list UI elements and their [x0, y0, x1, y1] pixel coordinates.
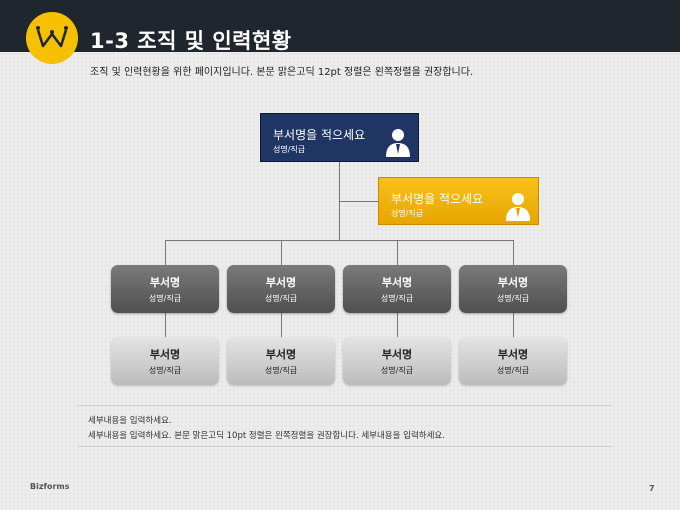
notes-panel: 세부내용을 입력하세요. 세부내용을 입력하세요. 본문 맑은고딕 10pt 정… [78, 405, 612, 447]
notes-line-2: 세부내용을 입력하세요. 본문 맑은고딕 10pt 정렬은 왼쪽정렬을 권장합니… [88, 431, 445, 441]
department-role: 성명/직급 [148, 294, 182, 303]
connector-assistant [339, 201, 378, 202]
department-box: 부서명 성명/직급 [227, 265, 335, 313]
team-role: 성명/직급 [380, 366, 414, 375]
header-bar [0, 0, 680, 52]
connector-horizontal [165, 240, 514, 241]
team-name: 부서명 [381, 348, 413, 361]
team-role: 성명/직급 [264, 366, 298, 375]
department-name: 부서명 [265, 276, 297, 289]
department-name: 부서명 [149, 276, 181, 289]
department-role: 성명/직급 [380, 294, 414, 303]
page-subtitle: 조직 및 인력현황을 위한 페이지입니다. 본문 맑은고딕 12pt 정렬은 왼… [90, 67, 474, 78]
org-assistant-box: 부서명을 적으세요 성명/직급 [378, 177, 539, 225]
department-name: 부서명 [381, 276, 413, 289]
org-top-name: 부서명을 적으세요 [273, 128, 366, 142]
crown-icon [36, 26, 68, 48]
department-name: 부서명 [497, 276, 529, 289]
page-title: 1-3 조직 및 인력현황 [90, 29, 292, 53]
businessman-icon [386, 129, 410, 157]
department-role: 성명/직급 [264, 294, 298, 303]
team-name: 부서명 [149, 348, 181, 361]
footer-brand: Bizforms [30, 482, 70, 491]
team-box: 부서명 성명/직급 [111, 337, 219, 385]
org-assistant-role: 성명/직급 [391, 209, 424, 218]
team-name: 부서명 [265, 348, 297, 361]
department-box: 부서명 성명/직급 [459, 265, 567, 313]
page-number: 7 [649, 484, 655, 493]
team-box: 부서명 성명/직급 [343, 337, 451, 385]
org-top-role: 성명/직급 [273, 145, 306, 154]
team-role: 성명/직급 [496, 366, 530, 375]
logo-badge [26, 12, 78, 64]
org-top-box: 부서명을 적으세요 성명/직급 [260, 113, 419, 162]
team-name: 부서명 [497, 348, 529, 361]
team-role: 성명/직급 [148, 366, 182, 375]
team-box: 부서명 성명/직급 [227, 337, 335, 385]
department-box: 부서명 성명/직급 [343, 265, 451, 313]
notes-line-1: 세부내용을 입력하세요. [88, 416, 172, 426]
businessman-icon [506, 193, 530, 221]
department-box: 부서명 성명/직급 [111, 265, 219, 313]
org-assistant-name: 부서명을 적으세요 [391, 192, 484, 206]
department-role: 성명/직급 [496, 294, 530, 303]
team-box: 부서명 성명/직급 [459, 337, 567, 385]
